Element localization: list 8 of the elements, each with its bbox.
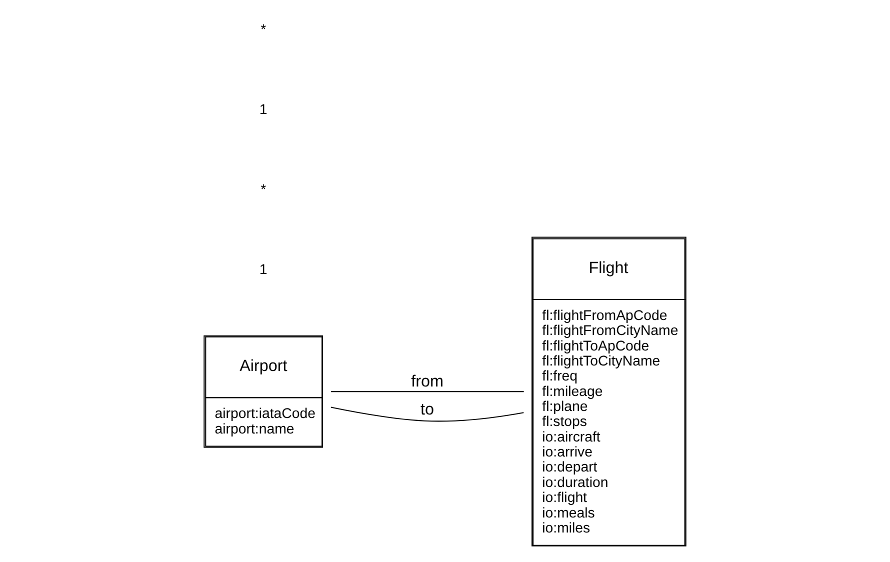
label: 1 xyxy=(259,262,268,278)
connector xyxy=(331,391,524,392)
label: * xyxy=(260,182,266,198)
label: 1 xyxy=(259,102,268,118)
edge-label: from xyxy=(411,372,444,390)
connector xyxy=(330,406,524,422)
label: * xyxy=(260,22,266,38)
edge-label: to xyxy=(420,400,434,419)
